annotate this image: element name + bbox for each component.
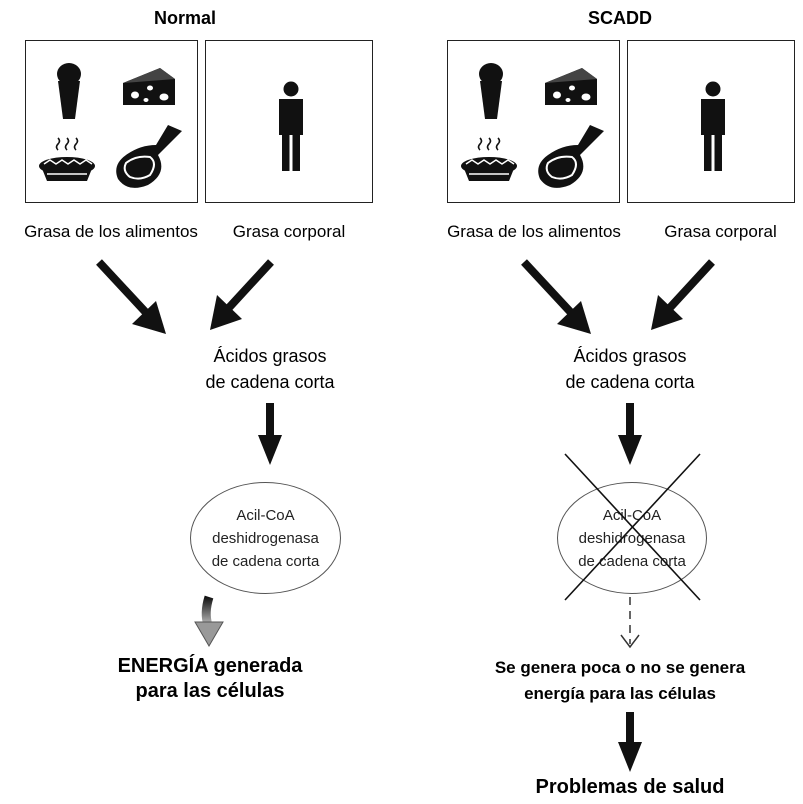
- normal-enzyme-line2: deshidrogenasa: [212, 529, 319, 547]
- normal-fatty-acids-line2: de cadena corta: [205, 372, 335, 392]
- scadd-body-panel: [627, 40, 795, 203]
- scadd-food-fat-label: Grasa de los alimentos: [447, 222, 621, 241]
- normal-result-line1: ENERGÍA generada: [117, 655, 303, 677]
- scadd-food-arrow: [521, 259, 591, 334]
- normal-food-fat-label: Grasa de los alimentos: [24, 222, 198, 241]
- normal-body-panel: [205, 40, 373, 203]
- scadd-down-arrow-2: [618, 712, 642, 772]
- scadd-fatty-acids-line2: de cadena corta: [565, 372, 695, 392]
- normal-energy-result: ENERGÍA generada para las células: [60, 654, 360, 704]
- normal-title: Normal: [153, 8, 216, 28]
- normal-enzyme-line3: de cadena corta: [211, 552, 320, 570]
- normal-enzyme-line1: Acil-CoA: [236, 506, 295, 524]
- pie-icon: [39, 137, 95, 181]
- pie-icon: [461, 137, 517, 181]
- normal-body-fat-label: Grasa corporal: [232, 222, 346, 241]
- ice-cream-icon: [479, 63, 503, 119]
- scadd-outcome: Problemas de salud: [535, 776, 725, 798]
- normal-down-arrow-1: [258, 403, 282, 465]
- person-icon: [279, 81, 303, 171]
- scadd-fatty-acids: Ácidos grasos de cadena corta: [520, 343, 740, 395]
- normal-body-arrow: [210, 259, 274, 330]
- normal-food-panel: [25, 40, 198, 203]
- scadd-dashed-arrow: [620, 597, 640, 649]
- normal-food-arrow: [96, 259, 166, 334]
- enzyme-blocked-cross: [564, 453, 701, 601]
- normal-energy-arrow: [194, 595, 224, 647]
- ice-cream-icon: [57, 63, 81, 119]
- scadd-body-arrow: [651, 259, 715, 330]
- cheese-icon: [545, 68, 597, 105]
- scadd-low-energy-result: Se genera poca o no se genera energía pa…: [440, 655, 800, 707]
- scadd-body-fat-label: Grasa corporal: [664, 222, 777, 241]
- scadd-enzyme-ellipse: Acil-CoA deshidrogenasa de cadena corta: [557, 482, 707, 594]
- normal-result-line2: para las células: [135, 680, 285, 702]
- scadd-food-panel: [447, 40, 620, 203]
- scadd-title: SCADD: [587, 8, 652, 28]
- normal-fatty-acids: Ácidos grasos de cadena corta: [160, 343, 380, 395]
- person-icon: [701, 81, 725, 171]
- scadd-result-line1: Se genera poca o no se genera: [494, 658, 746, 677]
- cheese-icon: [123, 68, 175, 105]
- normal-fatty-acids-line1: Ácidos grasos: [213, 346, 327, 366]
- normal-enzyme-ellipse: Acil-CoA deshidrogenasa de cadena corta: [190, 482, 341, 594]
- scadd-fatty-acids-line1: Ácidos grasos: [573, 346, 687, 366]
- scadd-enzyme-line2: deshidrogenasa: [578, 529, 686, 547]
- meat-icon: [538, 125, 604, 188]
- scadd-result-line2: energía para las células: [524, 684, 716, 703]
- scadd-down-arrow-1: [618, 403, 642, 465]
- meat-icon: [116, 125, 182, 188]
